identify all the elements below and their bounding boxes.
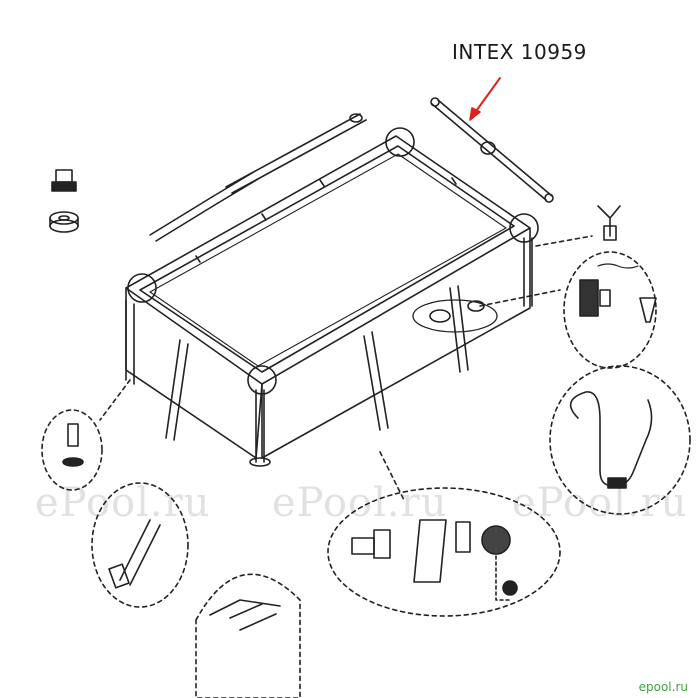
loose-top-rails [149,97,554,242]
callout-valve-detail [479,251,657,369]
callout-pump-connection [327,451,561,617]
watermark-center: ePool.ru [272,480,448,526]
callout-leg-base [91,482,189,608]
fitting-parts [49,169,79,233]
pool-frame [125,127,539,467]
part-number-label: INTEX 10959 [452,40,587,64]
callout-corner-bottom [195,573,301,698]
site-logo: epool.ru [638,680,688,694]
part-pointer-arrow [469,77,501,121]
callout-hoses [549,365,691,515]
callout-left [41,379,131,491]
callout-strap [535,205,621,247]
